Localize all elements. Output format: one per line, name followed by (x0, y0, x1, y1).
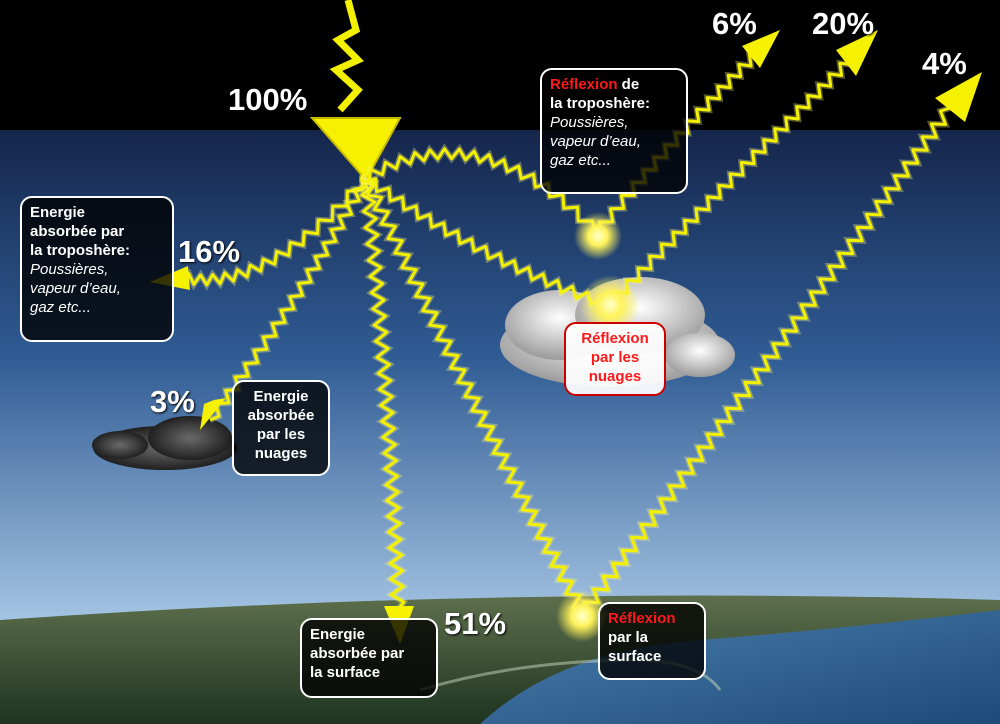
tropo-absorption-italic-1: Poussières, (30, 261, 109, 278)
ray-cloud-to-space (612, 55, 856, 306)
sea-region (480, 610, 1000, 724)
cloud-absorbed-percent: 3% (150, 384, 195, 419)
surface-absorption-line3: la surface (310, 664, 381, 681)
cloud-reflection-box: Réflexion par les nuages (564, 322, 666, 396)
surface-reflection-box: Réflexion par la surface (598, 602, 706, 680)
cloud-absorption-line4: nuages (254, 445, 308, 462)
cloud-absorption-box: Energie absorbée par les nuages (232, 380, 330, 476)
incoming-arrowhead (309, 117, 402, 182)
cloud-reflection-line2: par les (590, 349, 640, 366)
cloud-reflection-line3: nuages (588, 368, 642, 385)
space-region (0, 0, 1000, 130)
tropo-absorption-box: Energie absorbée par la troposhère: Pous… (20, 196, 174, 342)
surface-reflection-line2: surface (608, 648, 662, 665)
tropo-reflection-title-rest: de (617, 76, 640, 93)
ray-to-tropo-reflection (367, 147, 598, 233)
arrowhead-4pct (935, 72, 982, 122)
tropo-absorption-line3: la troposhère: (30, 242, 131, 259)
tropo-reflection-glow (574, 212, 622, 260)
dark-cloud (92, 416, 237, 470)
tropo-reflection-italic-1: Poussières, (550, 114, 629, 131)
incoming-ray (309, 0, 402, 182)
tropo-absorption-line1: Energie (30, 204, 86, 221)
tropo-reflection-title-red: Réflexion (550, 76, 618, 93)
cloud-reflection-line1: Réflexion (581, 330, 649, 347)
tropo-absorption-italic-3: gaz etc... (30, 299, 91, 316)
tropo-reflection-italic-3: gaz etc... (550, 152, 611, 169)
surface-reflection-line1: par la (608, 629, 649, 646)
cloud-absorption-line2: absorbée (247, 407, 315, 424)
tropo-reflection-box: Réflexion de la troposhère: Poussières, … (540, 68, 688, 194)
cloud-reflected-percent: 20% (812, 6, 875, 41)
ray-to-tropo-absorption (174, 174, 364, 287)
tropo-reflected-percent: 6% (712, 6, 757, 41)
ray-to-cloud-reflection (362, 177, 610, 306)
surface-absorption-line1: Energie (310, 626, 366, 643)
arrowhead-6pct (742, 30, 780, 68)
arrowhead-20pct (836, 30, 878, 76)
ray-surface-to-space (582, 106, 951, 617)
surface-absorption-box: Energie absorbée par la surface (300, 618, 438, 698)
energy-rays (173, 49, 951, 617)
surface-absorption-line2: absorbée par (310, 645, 405, 662)
incoming-percent: 100% (228, 82, 308, 117)
cloud-reflection-glow (580, 275, 640, 335)
cloud-absorption-line1: Energie (253, 388, 309, 405)
tropo-absorption-italic-2: vapeur d’eau, (30, 280, 121, 297)
tropo-absorption-line2: absorbée par (30, 223, 125, 240)
ray-to-surface-reflection (360, 179, 583, 614)
surface-reflected-percent: 4% (922, 46, 967, 81)
surface-absorbed-percent: 51% (444, 606, 507, 641)
ray-to-surface-absorption (359, 177, 406, 611)
cloud-absorption-line3: par les (256, 426, 306, 443)
ray-to-cloud-absorption (209, 174, 369, 422)
tropo-reflection-italic-2: vapeur d’eau, (550, 133, 641, 150)
tropo-reflection-line2: la troposhère: (550, 95, 651, 112)
arrowhead-3pct (200, 398, 226, 430)
surface-reflection-title-red: Réflexion (608, 610, 676, 627)
surface-reflection-glow (556, 590, 608, 642)
tropo-absorbed-percent: 16% (178, 234, 241, 269)
